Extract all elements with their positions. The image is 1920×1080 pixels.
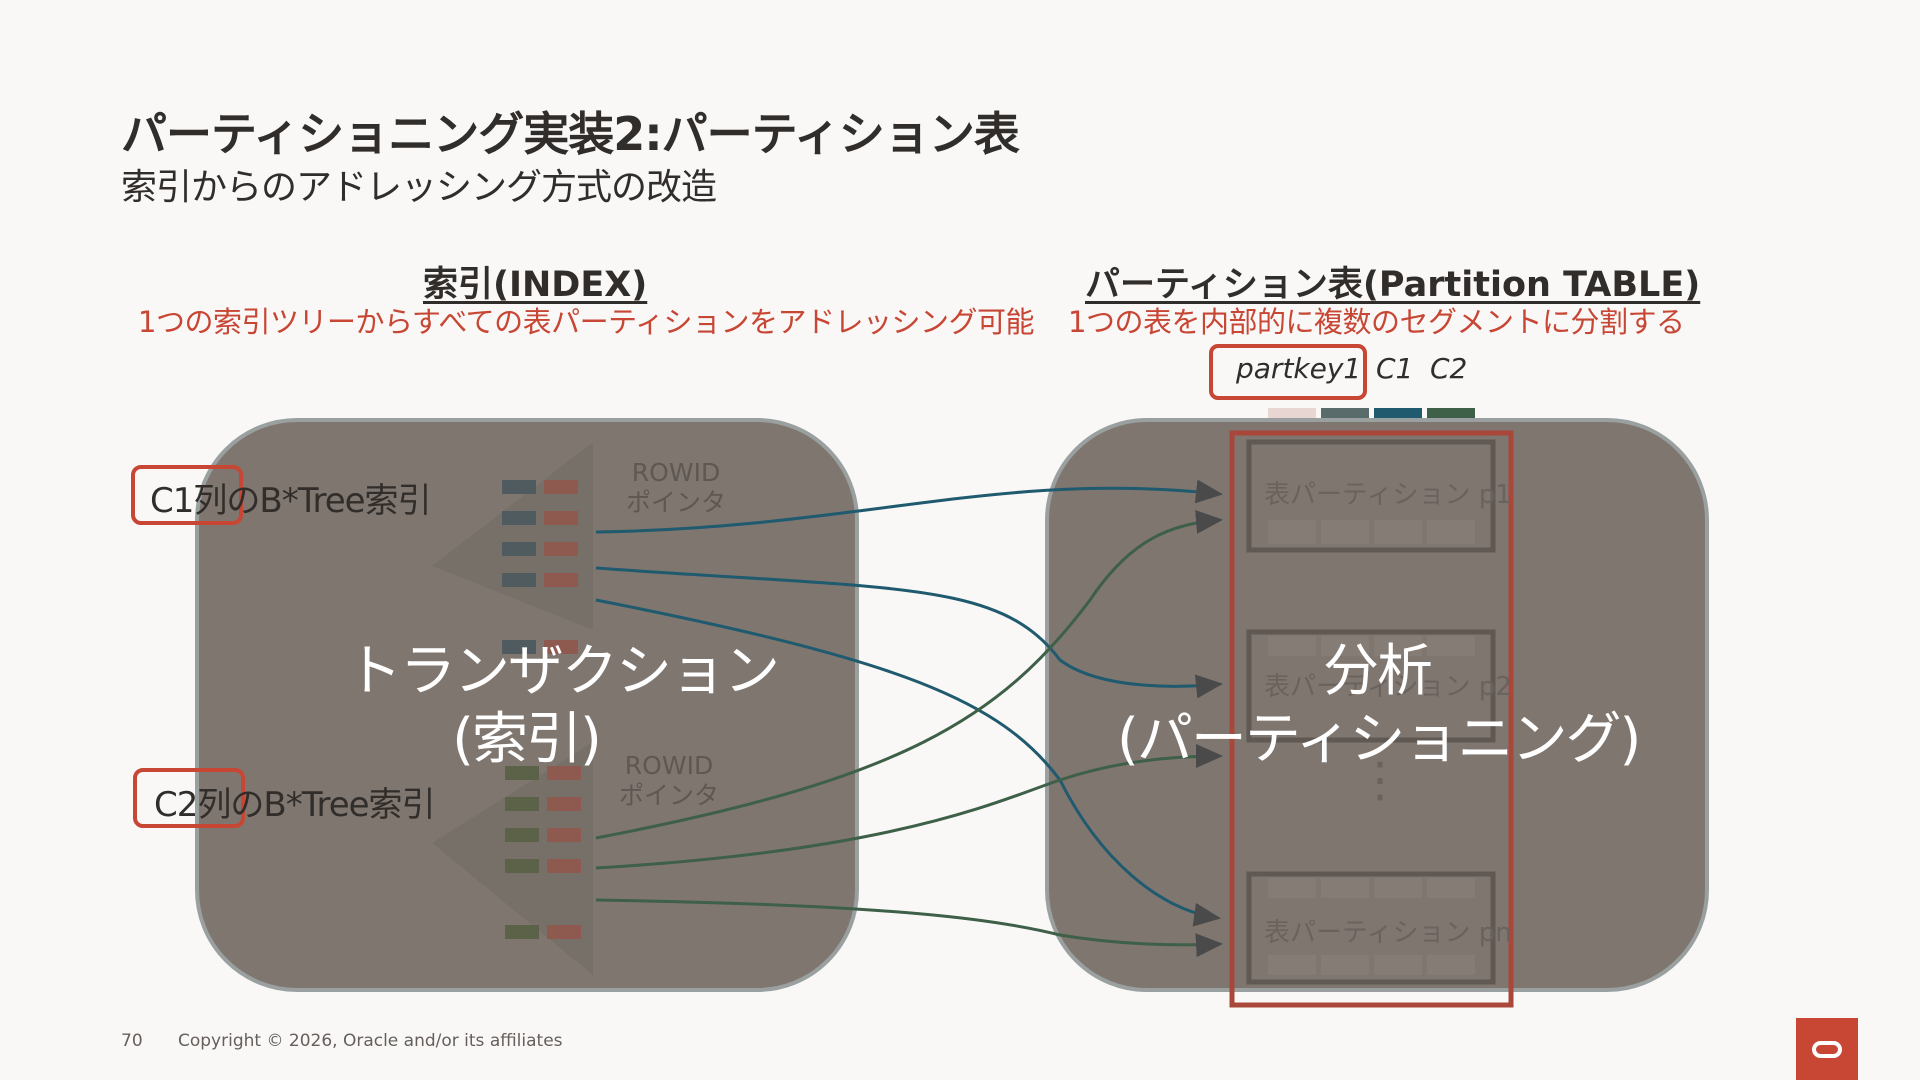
partition-pn-label: 表パーティション pn: [1264, 918, 1512, 948]
upper-rowid-line2: ポインタ: [626, 488, 727, 517]
partition-p2-box: [1246, 629, 1496, 743]
analysis-overlay: 分析 (パーティショニング): [1117, 638, 1641, 774]
partition-table-frame: [1229, 430, 1514, 1008]
link-c2-to-pn: [595, 898, 1223, 958]
table-section-description: 1つの表を内部的に複数のセグメントに分割する: [1068, 305, 1685, 339]
partition-p1-box: [1246, 439, 1496, 553]
column-c1: C1: [1376, 352, 1414, 385]
slide-title: パーティショニング実装2:パーティション表: [121, 107, 1020, 161]
transaction-overlay-line2: (索引): [452, 707, 602, 772]
index-panel: [195, 418, 859, 992]
partition-ellipsis: ⋮: [1356, 752, 1404, 808]
c1-label-box: [131, 465, 243, 525]
lower-rowid-label: ROWID ポインタ: [619, 751, 719, 811]
transaction-overlay: トランザクション (索引): [346, 638, 780, 774]
analysis-overlay-line1: 分析: [1323, 639, 1433, 704]
column-partkey1: partkey1: [1236, 352, 1362, 385]
table-panel: [1045, 418, 1709, 1008]
link-c1-to-p2: [595, 566, 1223, 699]
partition-p2-label: 表パーティション p2: [1264, 672, 1512, 702]
upper-rowid-line1: ROWID: [631, 458, 721, 487]
page-number: 70: [121, 1031, 143, 1051]
lower-rowid-line2: ポインタ: [619, 781, 720, 810]
partition-p1-label: 表パーティション p1: [1264, 480, 1512, 510]
upper-rowid-label: ROWID ポインタ: [626, 458, 726, 518]
c2-index-label: C2列のB*Tree索引: [154, 785, 436, 825]
lower-leaf-entries: [505, 766, 581, 939]
link-c2-to-p2: [595, 744, 1223, 870]
copyright-text: Copyright © 2026, Oracle and/or its affi…: [178, 1031, 563, 1051]
column-c2: C2: [1430, 352, 1468, 385]
link-c2-to-p1: [595, 509, 1223, 840]
slide-subtitle: 索引からのアドレッシング方式の改造: [121, 167, 717, 208]
rowid-links: [595, 479, 1223, 958]
index-section-title: 索引(INDEX): [423, 265, 648, 305]
link-c1-to-p1: [595, 479, 1223, 534]
lower-rowid-line1: ROWID: [624, 751, 714, 780]
partition-pn-box: [1246, 871, 1496, 985]
link-c1-to-pn: [595, 598, 1221, 927]
c2-label-box: [133, 768, 245, 828]
upper-leaf-entries: [502, 480, 578, 654]
partkey-highlight: [1209, 344, 1367, 400]
table-section-title: パーティション表(Partition TABLE): [1085, 265, 1701, 305]
analysis-overlay-line2: (パーティショニング): [1117, 707, 1641, 772]
transaction-overlay-line1: トランザクション: [346, 639, 780, 704]
c1-index-label: C1列のB*Tree索引: [150, 481, 432, 521]
oracle-logo-icon: [1796, 1018, 1858, 1080]
index-section-description: 1つの索引ツリーからすべての表パーティションをアドレッシング可能: [138, 305, 1034, 339]
